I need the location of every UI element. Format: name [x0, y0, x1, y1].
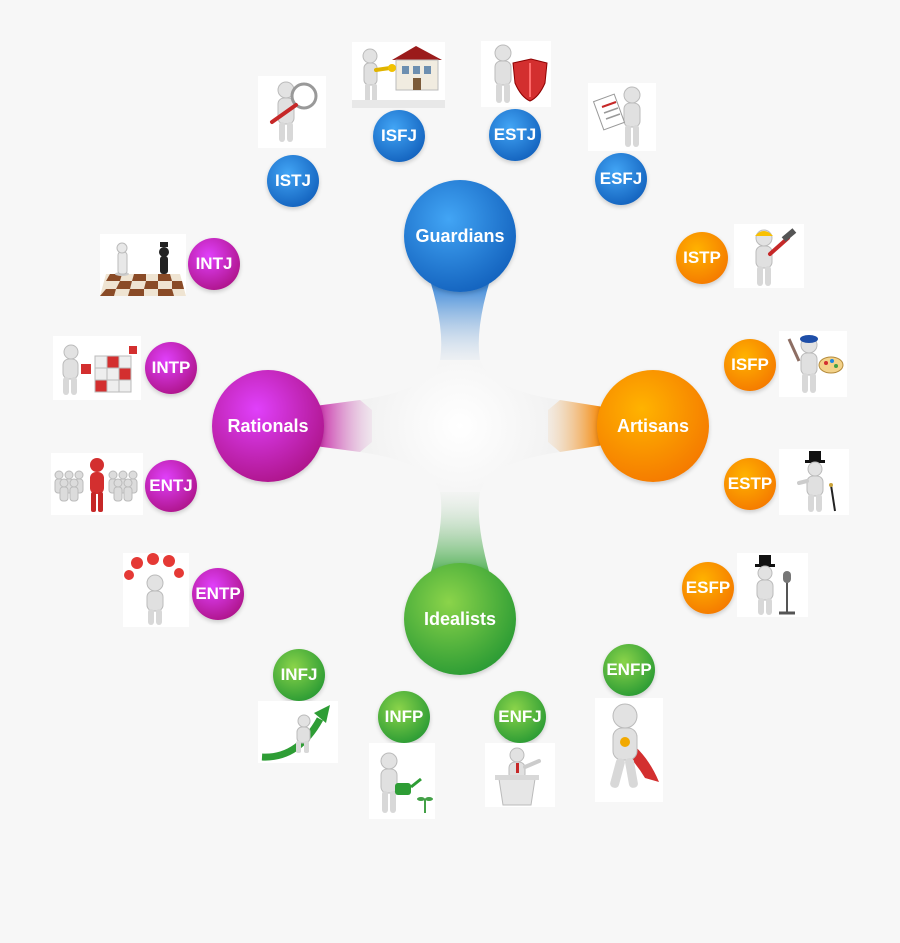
istp-bubble[interactable]: ISTP [676, 232, 728, 284]
tophat-cane-figure-icon [779, 449, 849, 515]
watering-can-figure-icon [369, 743, 435, 819]
entj-label: ENTJ [149, 476, 193, 495]
estj-label: ESTJ [493, 125, 537, 144]
isfp-label: ISFP [731, 355, 769, 374]
lightbulbs-figure-icon [123, 553, 189, 627]
painter-figure-icon [779, 331, 847, 397]
entj-bubble[interactable]: ENTJ [145, 460, 197, 512]
entp-bubble[interactable]: ENTP [192, 568, 244, 620]
superhero-figure-icon [595, 698, 663, 802]
intp-label: INTP [151, 358, 191, 377]
idealists-hub[interactable]: Idealists [404, 563, 516, 675]
microphone-figure-icon [737, 553, 808, 617]
estp-bubble[interactable]: ESTP [724, 458, 776, 510]
intj-bubble[interactable]: INTJ [188, 238, 240, 290]
artisans-label: Artisans [616, 415, 690, 436]
enfj-label: ENFJ [498, 707, 542, 726]
enfp-label: ENFP [606, 660, 652, 679]
hardhat-hammer-figure-icon [734, 224, 804, 288]
magnifier-figure-icon [258, 76, 326, 148]
enfj-bubble[interactable]: ENFJ [494, 691, 546, 743]
infp-bubble[interactable]: INFP [378, 691, 430, 743]
chess-icon [100, 234, 186, 296]
enfp-bubble[interactable]: ENFP [603, 644, 655, 696]
shield-figure-icon [481, 41, 551, 107]
istj-bubble[interactable]: ISTJ [267, 155, 319, 207]
guardians-label: Guardians [415, 225, 505, 246]
estj-bubble[interactable]: ESTJ [489, 109, 541, 161]
infj-bubble[interactable]: INFJ [273, 649, 325, 701]
house-key-figure-icon [352, 42, 445, 108]
istp-label: ISTP [683, 248, 721, 267]
rationals-label: Rationals [227, 415, 309, 436]
istj-label: ISTJ [275, 171, 311, 190]
esfj-bubble[interactable]: ESFJ [595, 153, 647, 205]
cube-puzzle-figure-icon [53, 336, 141, 400]
intp-bubble[interactable]: INTP [145, 342, 197, 394]
growth-arrow-figure-icon [258, 701, 338, 763]
connector-body [300, 280, 610, 575]
esfp-label: ESFP [685, 578, 731, 597]
clipboard-figure-icon [588, 83, 656, 151]
esfj-label: ESFJ [599, 169, 643, 188]
infp-label: INFP [384, 707, 424, 726]
rationals-hub[interactable]: Rationals [212, 370, 324, 482]
isfj-label: ISFJ [381, 126, 417, 145]
podium-speaker-icon [485, 743, 555, 807]
estp-label: ESTP [727, 474, 773, 493]
guardians-hub[interactable]: Guardians [404, 180, 516, 292]
artisans-hub[interactable]: Artisans [597, 370, 709, 482]
isfj-bubble[interactable]: ISFJ [373, 110, 425, 162]
esfp-bubble[interactable]: ESFP [682, 562, 734, 614]
infj-label: INFJ [280, 665, 318, 684]
leader-crowd-icon [51, 453, 143, 515]
entp-label: ENTP [195, 584, 241, 603]
isfp-bubble[interactable]: ISFP [724, 339, 776, 391]
idealists-label: Idealists [423, 608, 497, 629]
intj-label: INTJ [195, 254, 233, 273]
